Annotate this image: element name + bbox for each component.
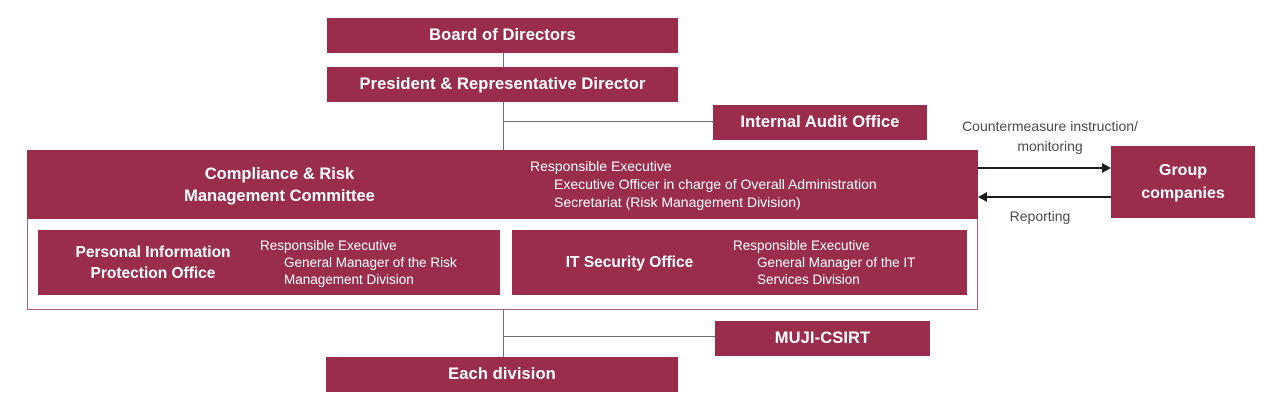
connector-internal-audit (503, 121, 713, 122)
committee-body: Personal Information Protection Office R… (27, 219, 978, 310)
itso-exec-line1: Responsible Executive (733, 238, 870, 253)
node-it-security-office: IT Security Office Responsible Executive… (512, 230, 967, 295)
node-compliance-risk-management-committee: Compliance & Risk Management Committee R… (27, 150, 978, 310)
connector-board-president (503, 53, 504, 67)
group-companies-line1: Group (1159, 162, 1207, 179)
board-of-directors-label: Board of Directors (429, 26, 576, 44)
internal-audit-office-label: Internal Audit Office (740, 113, 900, 131)
committee-exec-line1: Responsible Executive (530, 158, 672, 174)
reporting-label: Reporting (1009, 208, 1071, 224)
node-each-division: Each division (326, 357, 678, 392)
itso-title: IT Security Office (512, 230, 747, 295)
itso-exec-line2: General Manager of the IT (757, 255, 916, 270)
connector-muji-csirt (503, 336, 715, 337)
node-group-companies: Group companies (1111, 146, 1255, 218)
node-personal-information-protection-office: Personal Information Protection Office R… (38, 230, 500, 295)
committee-exec-line2: Executive Officer in charge of Overall A… (554, 176, 877, 192)
arrow-countermeasure-line (978, 167, 1102, 169)
committee-header: Compliance & Risk Management Committee R… (27, 150, 978, 219)
itso-responsible-executive: Responsible Executive General Manager of… (733, 237, 915, 288)
pio-responsible-executive: Responsible Executive General Manager of… (260, 237, 457, 288)
connector-committee-each-division (503, 310, 504, 357)
pio-title-line1: Personal Information (75, 243, 231, 261)
arrow-reporting-head-icon (978, 192, 987, 202)
pio-exec-line2: General Manager of the Risk (284, 255, 457, 270)
pio-exec-line1: Responsible Executive (260, 238, 397, 253)
node-board-of-directors: Board of Directors (327, 18, 678, 53)
itso-title-line1: IT Security Office (565, 254, 694, 271)
committee-title: Compliance & Risk Management Committee (27, 150, 532, 219)
pio-title: Personal Information Protection Office (38, 230, 268, 295)
each-division-label: Each division (448, 365, 556, 383)
countermeasure-label-line2: monitoring (1017, 138, 1083, 154)
president-label: President & Representative Director (359, 75, 646, 93)
arrow-reporting-line (987, 196, 1111, 198)
committee-title-line2: Management Committee (184, 186, 375, 205)
connector-president-committee (503, 102, 504, 150)
itso-exec-line3: Services Division (757, 272, 860, 287)
countermeasure-label-line1: Countermeasure instruction/ (962, 118, 1138, 134)
node-president-representative-director: President & Representative Director (327, 67, 678, 102)
pio-title-line2: Protection Office (90, 264, 216, 282)
committee-title-line1: Compliance & Risk (204, 164, 355, 183)
committee-responsible-executive: Responsible Executive Executive Officer … (530, 157, 877, 211)
node-internal-audit-office: Internal Audit Office (713, 105, 927, 140)
arrow-countermeasure-head-icon (1102, 163, 1111, 173)
pio-exec-line3: Management Division (284, 272, 414, 287)
committee-exec-line3: Secretariat (Risk Management Division) (554, 194, 801, 210)
node-muji-csirt: MUJI-CSIRT (715, 321, 930, 356)
muji-csirt-label: MUJI-CSIRT (774, 329, 871, 347)
countermeasure-label: Countermeasure instruction/ monitoring (945, 116, 1155, 156)
group-companies-line2: companies (1141, 185, 1225, 202)
